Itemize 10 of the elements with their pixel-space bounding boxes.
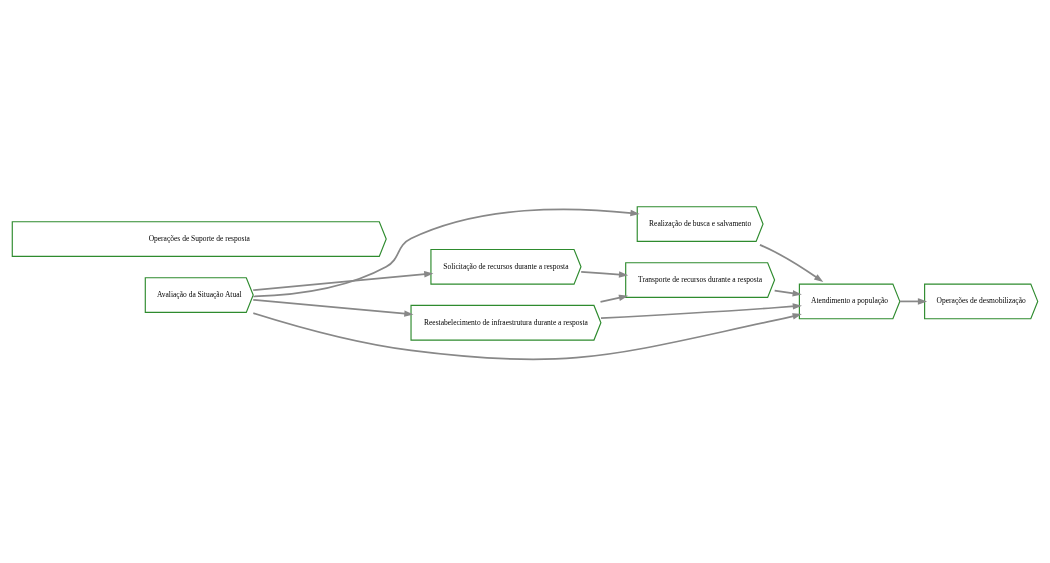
arrow xyxy=(773,289,802,297)
arrow xyxy=(252,208,640,298)
arrow xyxy=(252,312,802,361)
arrow xyxy=(899,298,928,305)
arrow xyxy=(600,303,802,319)
arrow xyxy=(580,271,629,278)
arrow xyxy=(599,294,629,303)
arrow xyxy=(759,244,824,283)
arrow xyxy=(252,271,434,291)
arrow xyxy=(252,299,414,317)
